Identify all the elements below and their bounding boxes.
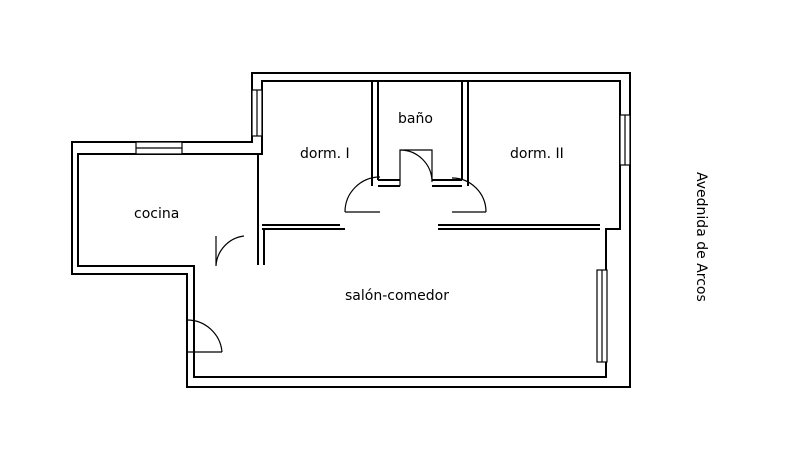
- windows: [135, 89, 631, 363]
- entrance-door: [186, 319, 223, 353]
- kitchen-label: cocina: [134, 206, 179, 222]
- street-label: Avednida de Arcos: [693, 172, 709, 302]
- bedroom1-label: dorm. I: [300, 146, 350, 162]
- interior-walls: [193, 81, 600, 275]
- kitchen-door: [215, 235, 245, 267]
- bedroom2-door: [451, 177, 487, 213]
- bedroom2-label: dorm. II: [510, 146, 564, 162]
- bathroom-label: baño: [398, 111, 433, 127]
- living-label: salón-comedor: [345, 288, 449, 304]
- bathroom-door: [399, 149, 433, 186]
- bedroom1-door: [344, 176, 381, 213]
- doors: [186, 149, 487, 353]
